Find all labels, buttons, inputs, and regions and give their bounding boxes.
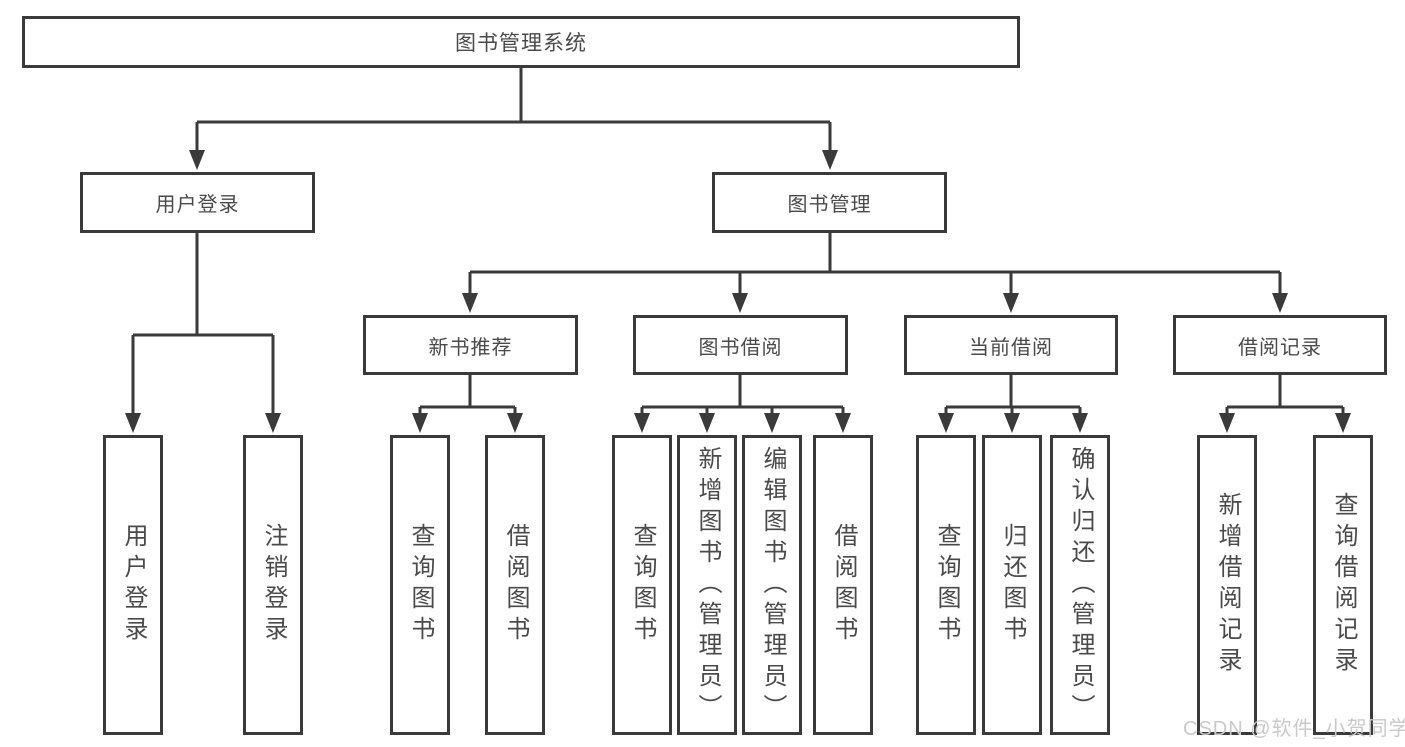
node-leaf-nbr-borrow: 借阅图书 — [485, 435, 545, 735]
arrowhead-icon — [634, 413, 650, 433]
node-leaf-bb-query: 查询图书 — [612, 435, 672, 735]
node-new-book-recommend: 新书推荐 — [363, 315, 578, 375]
arrowhead-icon — [699, 413, 715, 433]
node-book-borrow: 图书借阅 — [633, 315, 848, 375]
node-label-book-management: 图书管理 — [787, 194, 872, 216]
arrowhead-icon — [732, 293, 748, 313]
node-root: 图书管理系统 — [22, 16, 1020, 68]
node-label-leaf-bb-query: 查询图书 — [629, 523, 656, 647]
node-label-borrow-records: 借阅记录 — [1238, 336, 1322, 359]
node-label-book-borrow: 图书借阅 — [698, 336, 783, 359]
node-leaf-cb-confirm: 确认归还（管理员） — [1050, 435, 1110, 735]
node-label-leaf-logout: 注销登录 — [260, 523, 287, 647]
connector-path-3 — [418, 375, 517, 417]
watermark: CSDN @软件_小贺同学 — [1183, 718, 1405, 740]
node-label-new-book-recommend: 新书推荐 — [428, 336, 513, 359]
node-label-leaf-nbr-query: 查询图书 — [407, 523, 434, 647]
node-label-leaf-bb-add: 新增图书（管理员） — [694, 445, 721, 725]
node-label-leaf-bb-borrow: 借阅图书 — [830, 523, 857, 647]
arrowhead-icon — [1004, 413, 1020, 433]
arrowhead-icon — [822, 150, 838, 170]
node-leaf-bb-borrow: 借阅图书 — [813, 435, 873, 735]
node-label-root: 图书管理系统 — [455, 32, 587, 55]
node-leaf-br-query: 查询借阅记录 — [1313, 435, 1373, 735]
node-label-leaf-user-login: 用户登录 — [120, 523, 147, 647]
arrowhead-icon — [125, 413, 141, 433]
arrowhead-icon — [764, 413, 780, 433]
node-label-leaf-cb-return: 归还图书 — [999, 523, 1026, 647]
node-label-current-borrow: 当前借阅 — [969, 336, 1053, 359]
connector-path-2 — [468, 233, 1282, 297]
arrowhead-icon — [835, 413, 851, 433]
connector-path-4 — [640, 375, 845, 417]
node-label-leaf-cb-query: 查询图书 — [933, 523, 960, 647]
arrowhead-icon — [462, 293, 478, 313]
node-leaf-cb-query: 查询图书 — [916, 435, 976, 735]
node-leaf-nbr-query: 查询图书 — [390, 435, 450, 735]
arrowhead-icon — [1272, 293, 1288, 313]
node-label-leaf-cb-confirm: 确认归还（管理员） — [1067, 445, 1094, 725]
arrowhead-icon — [265, 413, 281, 433]
node-leaf-bb-add: 新增图书（管理员） — [677, 435, 737, 735]
node-label-leaf-br-add: 新增借阅记录 — [1214, 492, 1241, 678]
node-book-management: 图书管理 — [712, 172, 947, 233]
connector-path-1 — [131, 233, 275, 417]
arrowhead-icon — [189, 150, 205, 170]
connector-path-6 — [1225, 375, 1345, 417]
arrowhead-icon — [1219, 413, 1235, 433]
arrowhead-icon — [1335, 413, 1351, 433]
node-label-leaf-nbr-borrow: 借阅图书 — [502, 523, 529, 647]
node-borrow-records: 借阅记录 — [1173, 315, 1387, 375]
connector-path-0 — [195, 68, 832, 154]
node-leaf-bb-edit: 编辑图书（管理员） — [742, 435, 802, 735]
arrowhead-icon — [938, 413, 954, 433]
arrowhead-icon — [1072, 413, 1088, 433]
node-current-borrow: 当前借阅 — [904, 315, 1118, 375]
node-user-login: 用户登录 — [80, 172, 315, 233]
arrowhead-icon — [1003, 293, 1019, 313]
node-label-leaf-br-query: 查询借阅记录 — [1330, 492, 1357, 678]
arrowhead-icon — [412, 413, 428, 433]
node-leaf-user-login: 用户登录 — [103, 435, 163, 735]
arrowhead-icon — [507, 413, 523, 433]
node-leaf-cb-return: 归还图书 — [982, 435, 1042, 735]
node-leaf-logout: 注销登录 — [243, 435, 303, 735]
node-leaf-br-add: 新增借阅记录 — [1197, 435, 1257, 735]
connector-path-5 — [944, 375, 1082, 417]
node-label-leaf-bb-edit: 编辑图书（管理员） — [759, 445, 786, 725]
node-label-user-login: 用户登录 — [155, 194, 240, 216]
